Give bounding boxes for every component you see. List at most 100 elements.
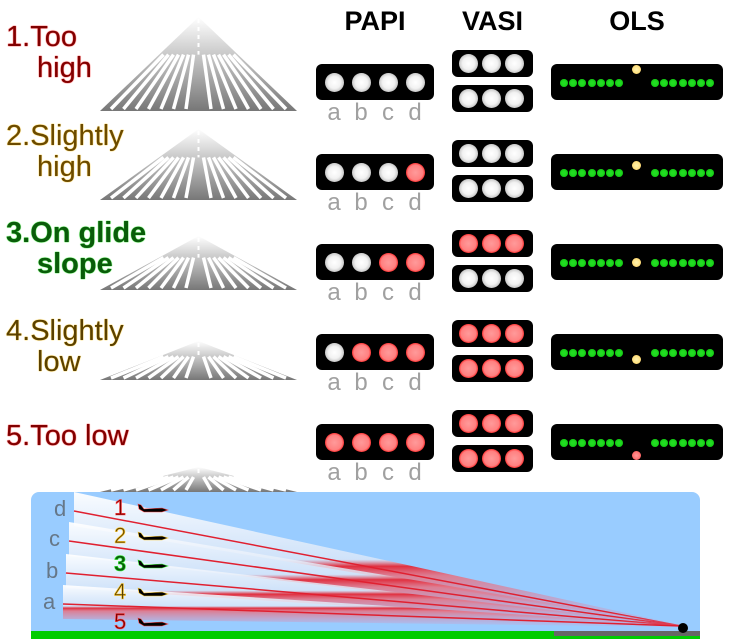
ols-datum-light (669, 439, 678, 447)
ols-datum-light (651, 79, 659, 87)
papi-letter: c (382, 459, 394, 486)
runway-perspective-icon (100, 236, 297, 290)
state-text-1: On glide (30, 217, 147, 249)
aircraft-icon (137, 503, 169, 513)
papi-letter: c (382, 279, 394, 306)
ols-datum-light (569, 259, 578, 267)
runway-perspective-icon (100, 341, 297, 380)
vasi-lamp-red (482, 414, 501, 433)
papi-lamp-red (379, 343, 398, 362)
ols-meatball-panel (551, 334, 723, 370)
ols-datum-light (578, 439, 587, 447)
state-text-1: Too low (30, 420, 129, 452)
ols-datum-light (669, 169, 678, 177)
ols-datum-light (569, 439, 578, 447)
vasi-lamp-white (482, 89, 501, 108)
vasi-lamp-red (505, 359, 524, 378)
ols-datum-light (587, 259, 596, 267)
position-number: 1 (114, 495, 126, 520)
vasi-lamp-red (459, 324, 478, 343)
papi-light-bar (316, 424, 434, 460)
ols-datum-light (660, 169, 669, 177)
ols-datum-light (706, 439, 715, 447)
ols-datum-light (615, 79, 624, 87)
papi-light-bar (316, 334, 434, 370)
ols-datum-light (569, 79, 578, 87)
ols-meatball-panel (551, 424, 723, 460)
ols-meatball (632, 161, 641, 170)
ols-datum-light (615, 439, 624, 447)
vasi-lamp-white (459, 89, 478, 108)
papi-letter: c (382, 369, 394, 396)
ols-datum-light (651, 169, 659, 177)
vasi-bar-top (452, 140, 533, 167)
light-source-icon (678, 623, 688, 633)
ols-datum-light (560, 349, 568, 357)
ols-datum-light (687, 439, 696, 447)
ols-datum-light (660, 349, 669, 357)
ols-datum-light (615, 349, 624, 357)
position-number: 3 (114, 551, 126, 576)
state-label-line1: 1.Too (6, 21, 77, 53)
vasi-lamp-red (459, 234, 478, 253)
ols-datum-light (606, 259, 614, 267)
ols-datum-light (596, 439, 605, 447)
vasi-lamp-red (505, 449, 524, 468)
state-number: 2. (6, 120, 31, 152)
ols-datum-light (596, 259, 605, 267)
ols-datum-light (587, 349, 596, 357)
vasi-lamp-red (505, 234, 524, 253)
ols-datum-light (706, 259, 715, 267)
ols-datum-light (569, 349, 578, 357)
vasi-lamp-white (505, 179, 524, 198)
vasi-bar-top (452, 230, 533, 257)
state-text-2: low (37, 346, 81, 378)
vasi-lamp-white (459, 144, 478, 163)
ols-datum-light (678, 79, 687, 87)
papi-lamp-red (379, 253, 398, 272)
papi-lamp-red (325, 433, 344, 452)
position-number: 2 (114, 523, 126, 548)
ols-datum-light (587, 79, 596, 87)
papi-lamp-red (406, 343, 425, 362)
runway-perspective-icon (100, 467, 297, 492)
ols-datum-light (606, 349, 614, 357)
papi-letter: b (354, 369, 368, 396)
ols-datum-light (687, 79, 696, 87)
ols-meatball (632, 451, 641, 460)
vasi-lamp-red (505, 414, 524, 433)
ols-datum-light (678, 439, 687, 447)
papi-lamp-white (325, 163, 344, 182)
vasi-bar-bottom (452, 85, 533, 112)
vasi-lamp-red (459, 449, 478, 468)
ols-meatball-panel (551, 154, 723, 190)
ols-datum-light (697, 259, 705, 267)
papi-letter: d (408, 189, 422, 216)
ols-datum-light (687, 169, 696, 177)
papi-lamp-red (352, 343, 371, 362)
ground (31, 631, 700, 639)
vasi-header: VASI (461, 6, 523, 36)
ols-datum-light (560, 169, 568, 177)
papi-lamp-white (379, 163, 398, 182)
ols-datum-light (697, 439, 705, 447)
papi-letter: b (354, 279, 368, 306)
ols-header: OLS (609, 6, 665, 36)
beam-boundary-line (68, 540, 682, 627)
ols-datum-light (669, 79, 678, 87)
light-beam (63, 585, 681, 627)
vasi-bar-bottom (452, 445, 533, 472)
vasi-lamp-red (459, 359, 478, 378)
papi-letter: a (327, 459, 341, 486)
vasi-lamp-red (482, 234, 501, 253)
ols-datum-light (596, 349, 605, 357)
vasi-lamp-white (459, 179, 478, 198)
aircraft-icon (137, 617, 169, 627)
ols-datum-light (651, 439, 659, 447)
ols-datum-light (697, 349, 705, 357)
runway-perspective-icon (100, 17, 297, 111)
